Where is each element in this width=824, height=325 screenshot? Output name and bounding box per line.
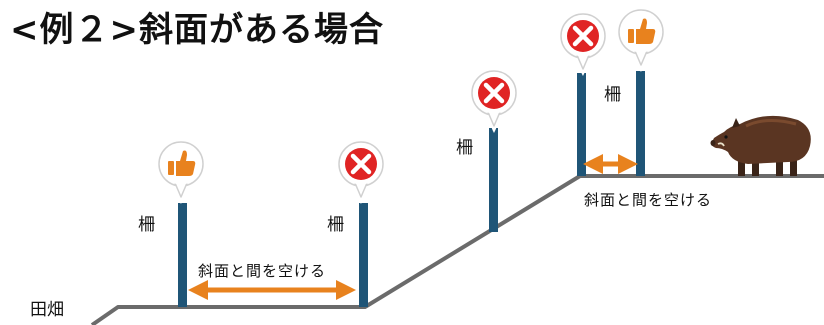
gap-caption-upper: 斜面と間を空ける: [584, 191, 713, 209]
fence-label-4: 柵: [604, 85, 621, 105]
fence-post-1: [178, 203, 187, 307]
fence-post-3: [489, 128, 498, 232]
fence-post-2: [359, 203, 368, 307]
good-marker-2: [618, 9, 664, 73]
field-label: 田畑: [30, 300, 64, 320]
page-title: <例２>斜面がある場合: [10, 10, 384, 50]
thumbs-up-icon: [168, 150, 196, 176]
fence-post-4: [577, 73, 586, 176]
ground-line: [90, 174, 824, 325]
cross-mark-icon: [478, 77, 510, 109]
cross-mark-icon: [567, 20, 599, 52]
fence-label-3: 柵: [456, 138, 473, 158]
fence-label-2: 柵: [327, 215, 344, 235]
wild-boar-icon: [710, 115, 811, 176]
cross-mark-icon: [345, 148, 377, 180]
bad-marker-2: [471, 70, 517, 134]
bad-marker-3: [560, 13, 606, 77]
fence-label-1: 柵: [138, 215, 155, 235]
thumbs-up-icon: [628, 18, 656, 44]
fence-post-5: [636, 71, 645, 176]
gap-caption-lower: 斜面と間を空ける: [198, 262, 327, 280]
bad-marker-1: [338, 141, 384, 205]
good-marker-1: [158, 141, 204, 205]
